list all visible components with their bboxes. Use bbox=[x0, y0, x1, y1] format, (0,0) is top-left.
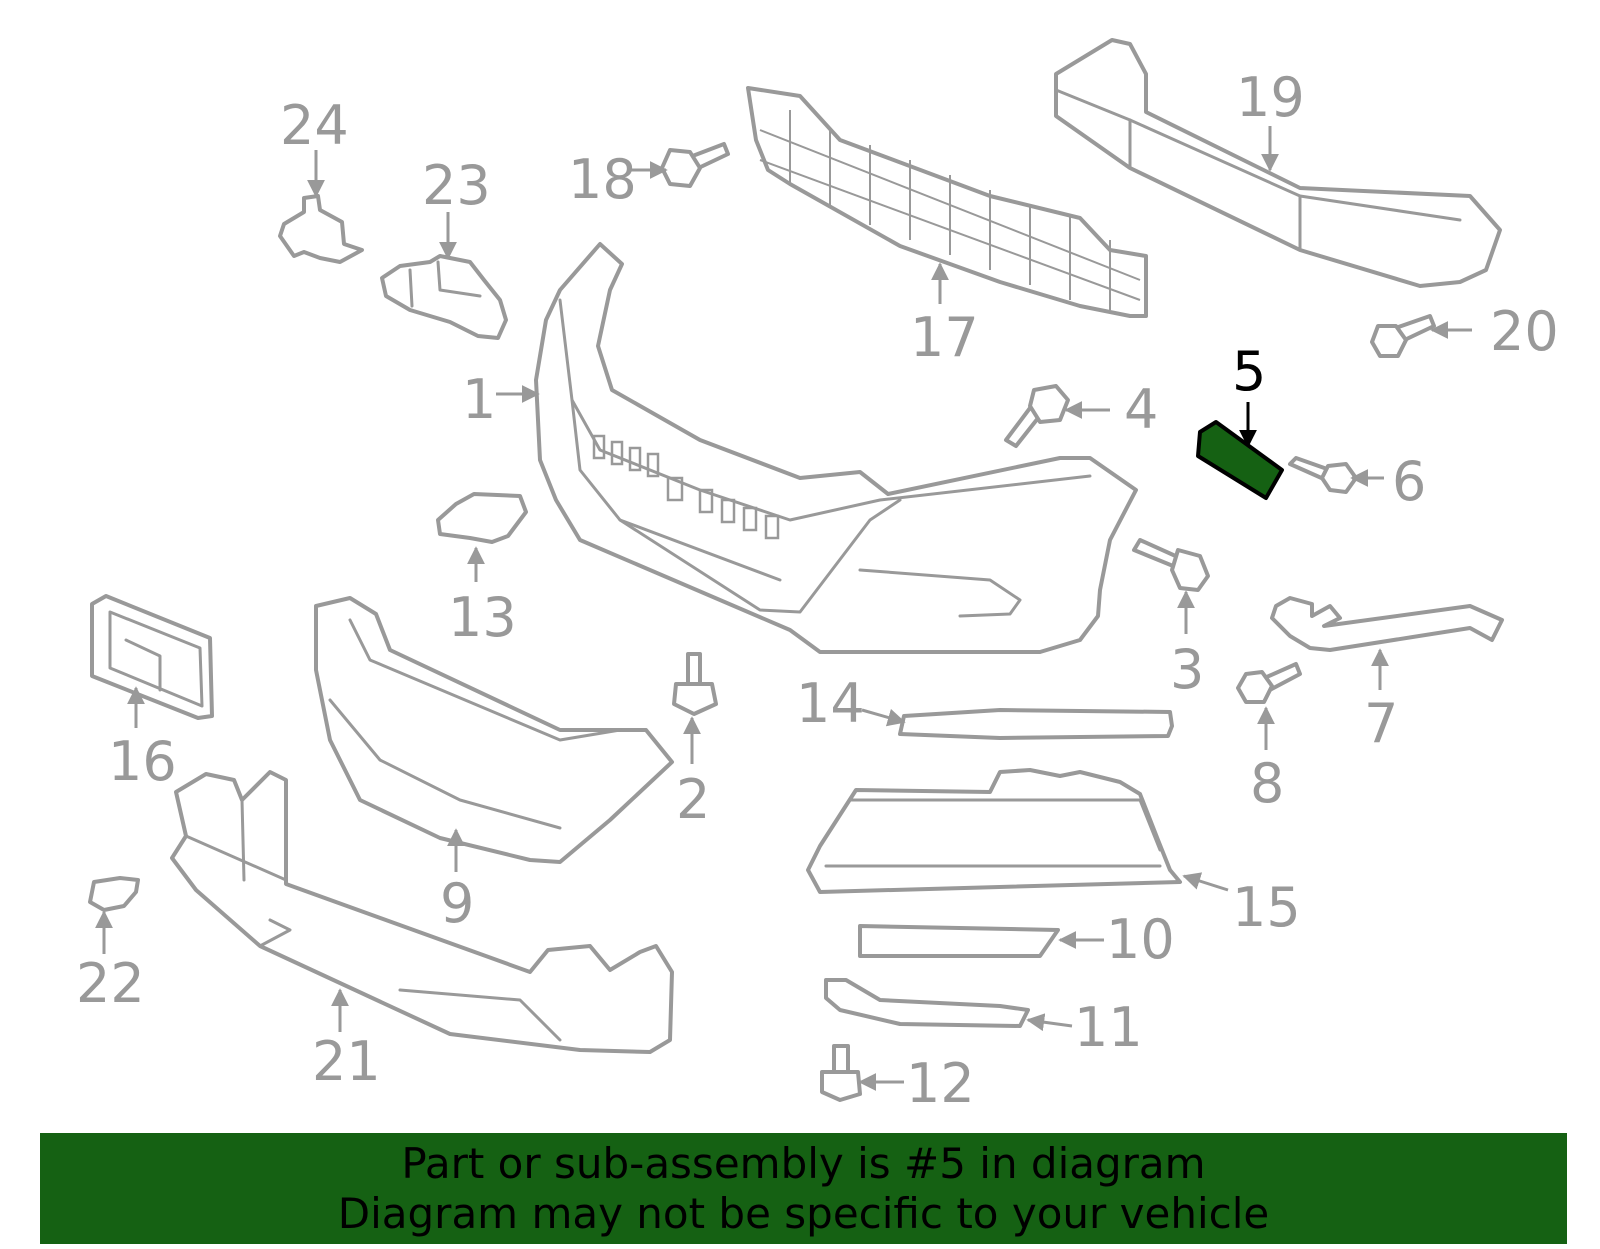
callout-23: 23 bbox=[422, 154, 491, 217]
callout-14: 14 bbox=[796, 672, 865, 735]
info-banner: Part or sub-assembly is #5 in diagram Di… bbox=[40, 1133, 1567, 1244]
callout-1: 1 bbox=[462, 368, 496, 431]
part-12-clip[interactable] bbox=[820, 1044, 862, 1102]
callout-7: 7 bbox=[1364, 692, 1398, 755]
callout-2: 2 bbox=[676, 768, 710, 831]
callout-20: 20 bbox=[1490, 300, 1559, 363]
callout-6: 6 bbox=[1392, 450, 1426, 513]
part-13-pad[interactable] bbox=[436, 492, 528, 544]
callout-21: 21 bbox=[312, 1030, 381, 1093]
part-1-bumper-cover[interactable] bbox=[534, 242, 1138, 654]
part-23-sensor[interactable] bbox=[380, 254, 508, 340]
part-15-bezel[interactable] bbox=[806, 768, 1182, 894]
banner-line-2: Diagram may not be specific to your vehi… bbox=[337, 1188, 1270, 1238]
callout-24: 24 bbox=[280, 94, 349, 157]
callout-3: 3 bbox=[1170, 638, 1204, 701]
part-5-highlighted[interactable] bbox=[1196, 420, 1284, 500]
part-18-bolt[interactable] bbox=[660, 142, 730, 188]
callout-4: 4 bbox=[1124, 378, 1158, 441]
leader-lines bbox=[95, 126, 1472, 1091]
part-14-strip[interactable] bbox=[898, 708, 1174, 740]
part-3-clip[interactable] bbox=[1132, 538, 1210, 592]
part-4-clip[interactable] bbox=[1004, 384, 1070, 448]
callout-9: 9 bbox=[440, 872, 474, 935]
part-20-bolt[interactable] bbox=[1370, 314, 1436, 358]
part-19-reinforcement[interactable] bbox=[1054, 38, 1502, 288]
part-2-clip[interactable] bbox=[672, 652, 718, 716]
callout-16: 16 bbox=[108, 730, 177, 793]
part-16-license-bracket[interactable] bbox=[90, 594, 214, 720]
callout-17: 17 bbox=[910, 306, 979, 369]
part-8-bolt[interactable] bbox=[1236, 662, 1302, 704]
part-10-trim[interactable] bbox=[858, 924, 1060, 958]
callout-8: 8 bbox=[1250, 752, 1284, 815]
part-11-trim[interactable] bbox=[824, 978, 1030, 1028]
part-24-bracket[interactable] bbox=[278, 194, 364, 264]
part-7-bracket[interactable] bbox=[1270, 596, 1504, 652]
part-6-clip[interactable] bbox=[1288, 456, 1358, 494]
part-9-lower-cover[interactable] bbox=[314, 596, 674, 864]
callout-12: 12 bbox=[906, 1052, 975, 1115]
callout-13: 13 bbox=[448, 586, 517, 649]
callout-11: 11 bbox=[1074, 996, 1143, 1059]
part-22-clip[interactable] bbox=[88, 876, 140, 912]
banner-line-1: Part or sub-assembly is #5 in diagram bbox=[401, 1138, 1206, 1188]
callout-19: 19 bbox=[1236, 66, 1305, 129]
callout-22: 22 bbox=[76, 952, 145, 1015]
callout-5: 5 bbox=[1232, 340, 1266, 403]
part-17-absorber[interactable] bbox=[746, 86, 1148, 318]
callout-10: 10 bbox=[1106, 908, 1175, 971]
part-21-undercover[interactable] bbox=[170, 770, 674, 1054]
callout-15: 15 bbox=[1232, 876, 1301, 939]
callout-18: 18 bbox=[568, 148, 637, 211]
